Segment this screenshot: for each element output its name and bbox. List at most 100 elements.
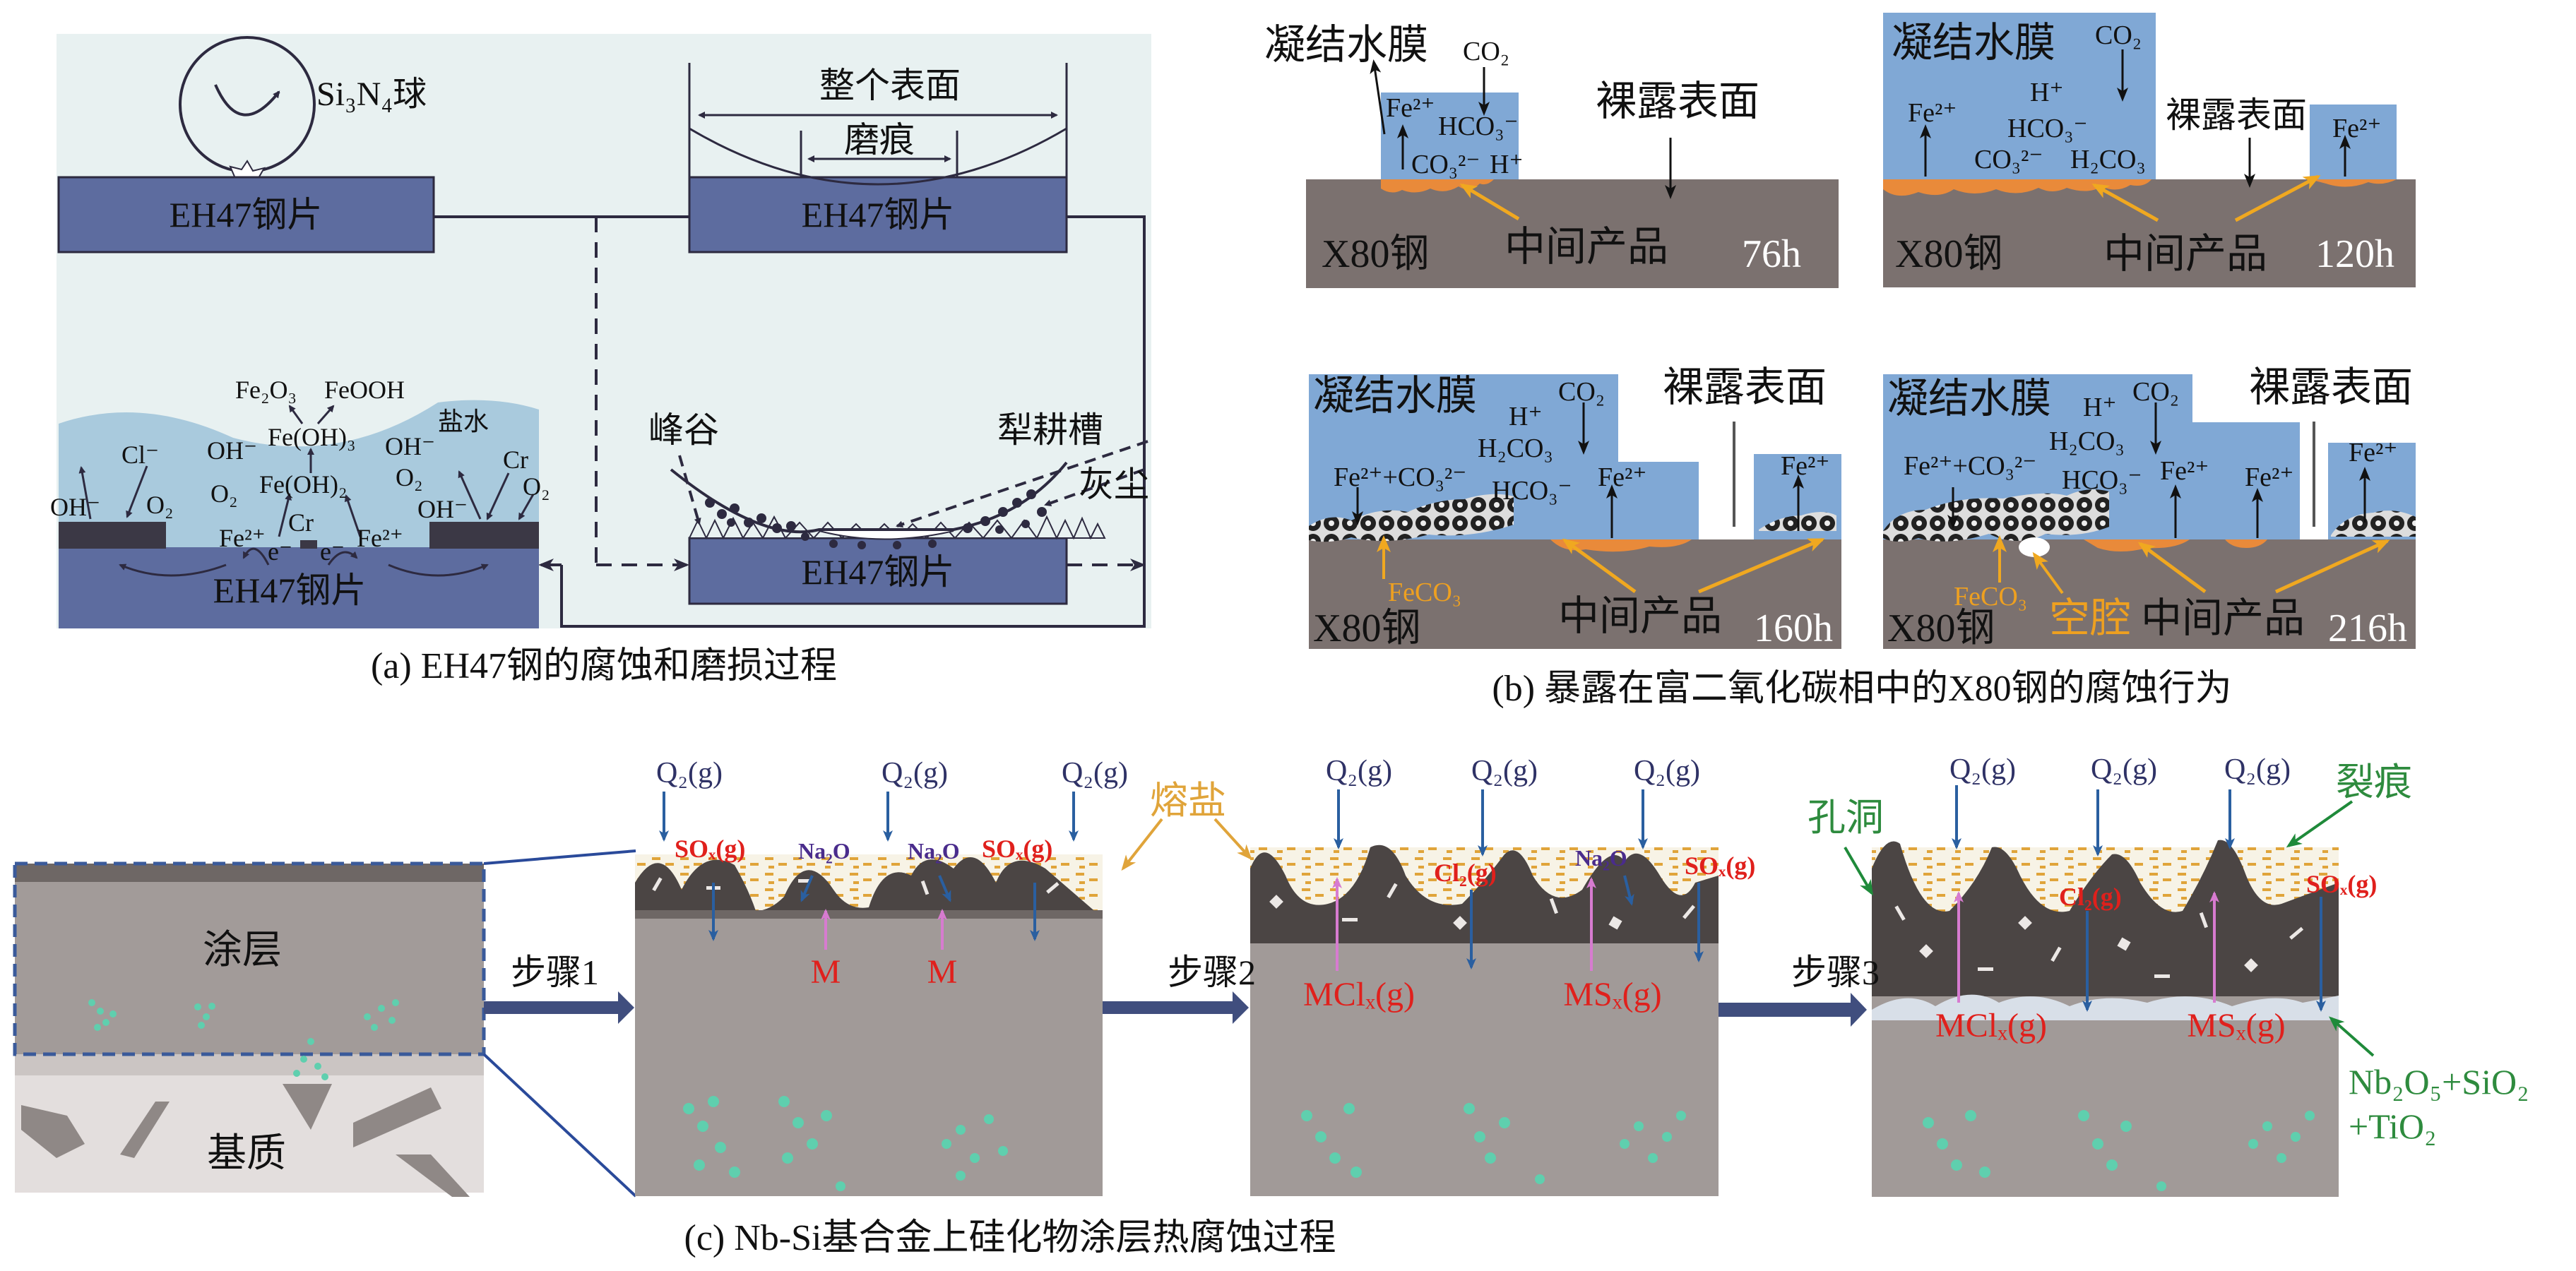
chem-label: e⁻	[320, 537, 345, 566]
na2o-label: Na₂O	[908, 838, 960, 864]
bare-surface-label: 裸露表面	[2166, 95, 2307, 135]
oxides-label: +TiO₂	[2349, 1106, 2437, 1146]
steel-label: X80钢	[1895, 232, 2003, 276]
panel-a-graphics	[57, 34, 1151, 628]
chem-label: CO₂	[1463, 37, 1510, 66]
coating-label: 涂层	[203, 929, 282, 972]
chem-label: Fe²⁺	[1386, 93, 1435, 123]
chem-label: H⁺	[1509, 402, 1543, 431]
chem-label: Fe²⁺	[219, 524, 266, 552]
steel-label: X80钢	[1313, 607, 1421, 650]
sox-label: SOₓ(g)	[2306, 870, 2378, 898]
wear-scar-label: 磨痕	[844, 120, 915, 160]
chem-label: OH⁻	[385, 432, 435, 460]
caption-a: (a) EH47钢的腐蚀和磨损过程	[370, 646, 838, 686]
chem-label: Fe²⁺	[357, 524, 403, 552]
step-label: 步骤3	[1791, 953, 1880, 992]
chem-label: Fe²⁺	[1781, 451, 1830, 481]
chem-label: H⁺	[1490, 150, 1524, 179]
o2-label: Q₂(g)	[2091, 753, 2157, 786]
o2-label: Q₂(g)	[1634, 755, 1700, 787]
steel-label: X80钢	[1887, 607, 1995, 650]
bare-surface-label: 裸露表面	[1596, 78, 1760, 124]
water-film-label: 凝结水膜	[1313, 373, 1478, 419]
plate-label: EH47钢片	[801, 552, 955, 592]
plate-label: EH47钢片	[801, 195, 955, 234]
chem-label: Cr	[503, 446, 528, 474]
chem-label: HCO₃⁻	[2007, 114, 2088, 143]
chem-label: Fe²⁺	[1598, 463, 1647, 492]
mclx-label: MClₓ(g)	[1303, 976, 1415, 1013]
time-label: 216h	[2328, 607, 2407, 650]
panel-b-graphics	[1306, 13, 2416, 649]
panel-c-graphics	[13, 785, 2375, 1198]
chem-label: FeOOH	[324, 376, 405, 404]
na2o-label: Na₂O	[1575, 845, 1627, 871]
chem-label: H₂CO₃	[1478, 434, 1553, 463]
chem-label: Fe²⁺	[1908, 98, 1957, 128]
bare-surface-label: 裸露表面	[2249, 364, 2414, 410]
chem-label: OH⁻	[207, 436, 257, 465]
chem-label: CO₂	[2095, 20, 2142, 50]
molten-salt-label: 熔盐	[1150, 780, 1226, 822]
chem-label: Fe²⁺+CO₃²⁻	[1334, 463, 1467, 492]
dust-label: 灰尘	[1079, 465, 1149, 504]
caption-c: (c) Nb-Si基合金上硅化物涂层热腐蚀过程	[684, 1218, 1336, 1258]
o2-label: Q₂(g)	[882, 757, 948, 789]
o2-label: Q₂(g)	[1949, 753, 2016, 786]
metal-label: M	[927, 953, 958, 991]
chem-label: Cr	[288, 508, 314, 537]
chem-label: Fe(OH)₂	[259, 470, 348, 499]
chem-label: HCO₃⁻	[2062, 465, 2142, 495]
chem-label: OH⁻	[50, 493, 100, 521]
intermediate-label: 中间产品	[2103, 231, 2268, 277]
teal-particles-overview	[88, 999, 399, 1080]
hole-label: 孔洞	[1808, 796, 1884, 839]
chem-label: Fe₂O₃	[235, 376, 297, 404]
chem-label: HCO₃⁻	[1438, 112, 1519, 141]
teal-particles	[683, 1096, 2315, 1191]
o2-label: Q₂(g)	[1062, 757, 1128, 789]
mclx-label: MClₓ(g)	[1935, 1007, 2047, 1044]
salt-water	[59, 400, 539, 549]
feco3-label: FeCO₃	[1388, 578, 1462, 607]
chem-label: Fe²⁺	[2349, 438, 2398, 467]
sox-label: SOₓ(g)	[982, 835, 1053, 863]
chem-label: O₂	[523, 472, 550, 501]
plate-label: EH47钢片	[169, 195, 323, 234]
sox-label: SOₓ(g)	[1685, 852, 1756, 880]
peak-valley-label: 峰谷	[648, 410, 719, 450]
si3n4-ball-label: Si₃N₄球	[316, 76, 427, 113]
cl2-label: Cl₂(g)	[2059, 883, 2122, 911]
caption-b: (b) 暴露在富二氧化碳相中的X80钢的腐蚀行为	[1492, 669, 2232, 709]
whole-surface-label: 整个表面	[819, 66, 961, 105]
cl2-label: Cl₂(g)	[1434, 859, 1497, 887]
chem-label: H⁺	[2083, 393, 2117, 422]
o2-label: Q₂(g)	[1326, 755, 1392, 787]
intermediate-label: 中间产品	[1558, 593, 1723, 639]
chem-label: Fe(OH)₃	[268, 423, 356, 451]
plate-label: EH47钢片	[213, 571, 367, 610]
intermediate-label: 中间产品	[2141, 595, 2305, 641]
cavity-label: 空腔	[2049, 595, 2132, 641]
o2-label: Q₂(g)	[2224, 753, 2291, 786]
chem-label: O₂	[396, 463, 423, 491]
salt-water-label: 盐水	[438, 407, 489, 436]
time-label: 160h	[1754, 607, 1833, 650]
na2o-label: Na₂O	[798, 838, 850, 864]
step-label: 步骤2	[1168, 953, 1256, 992]
chem-label: Fe²⁺	[2160, 456, 2209, 486]
chem-label: Cl⁻	[121, 441, 160, 469]
substrate-label: 基质	[207, 1132, 286, 1176]
o2-label: Q₂(g)	[656, 757, 723, 789]
chem-label: Fe²⁺+CO₃²⁻	[1904, 451, 2037, 481]
water-film-label: 凝结水膜	[1887, 376, 2052, 422]
chem-label: H₂CO₃	[2049, 426, 2125, 456]
chem-label: CO₃²⁻	[1411, 150, 1480, 179]
steel-label: X80钢	[1322, 232, 1430, 276]
plough-groove-label: 犁耕槽	[997, 410, 1103, 450]
time-label: 120h	[2315, 232, 2394, 276]
chem-label: HCO₃⁻	[1492, 476, 1572, 506]
